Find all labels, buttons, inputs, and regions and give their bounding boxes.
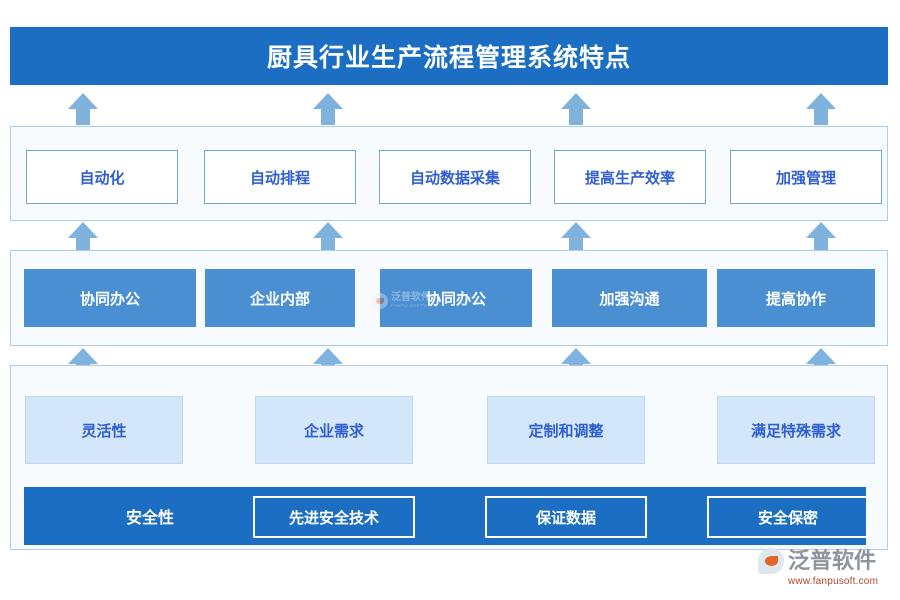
security-band-label: 安全性 bbox=[125, 510, 174, 527]
automation-box-label: 自动排程 bbox=[249, 169, 310, 187]
logo-website-url: www.fanpusoft.com bbox=[788, 576, 879, 587]
fanpu-logo-icon bbox=[758, 548, 784, 574]
arrow-head bbox=[68, 222, 98, 238]
automation-box-1[interactable]: 自动化 bbox=[26, 150, 178, 204]
arrow-up-icon bbox=[806, 93, 836, 125]
arrow-shaft bbox=[569, 107, 583, 125]
arrow-up-icon bbox=[313, 93, 343, 125]
collaboration-box-5[interactable]: 提高协作 bbox=[717, 269, 875, 327]
collaboration-box-label: 协同办公 bbox=[79, 290, 140, 308]
arrow-up-icon bbox=[68, 93, 98, 125]
security-box-1[interactable]: 先进安全技术 bbox=[253, 496, 415, 538]
logo-row: 泛普软件 bbox=[758, 548, 876, 574]
arrow-head bbox=[806, 93, 836, 109]
arrow-shaft bbox=[321, 107, 335, 125]
automation-box-label: 自动化 bbox=[79, 169, 125, 187]
automation-box-5[interactable]: 加强管理 bbox=[730, 150, 882, 204]
automation-box-label: 提高生产效率 bbox=[584, 169, 675, 187]
flexibility-box-2[interactable]: 企业需求 bbox=[255, 396, 413, 464]
logo-company-name: 泛普软件 bbox=[788, 548, 877, 573]
security-box-label: 安全保密 bbox=[757, 509, 818, 527]
arrow-shaft bbox=[814, 107, 828, 125]
security-box-label: 先进安全技术 bbox=[288, 509, 379, 527]
arrow-head bbox=[313, 222, 343, 238]
page-title: 厨具行业生产流程管理系统特点 bbox=[266, 44, 631, 72]
automation-box-3[interactable]: 自动数据采集 bbox=[379, 150, 531, 204]
page-title-banner: 厨具行业生产流程管理系统特点 bbox=[10, 27, 888, 85]
arrow-head bbox=[68, 93, 98, 109]
collaboration-box-label: 提高协作 bbox=[765, 290, 826, 308]
collaboration-box-2[interactable]: 企业内部 bbox=[205, 269, 355, 327]
flexibility-box-3[interactable]: 定制和调整 bbox=[487, 396, 645, 464]
flexibility-box-label: 满足特殊需求 bbox=[750, 422, 841, 440]
arrow-head bbox=[806, 222, 836, 238]
automation-box-label: 加强管理 bbox=[775, 169, 836, 187]
security-box-label: 保证数据 bbox=[535, 509, 596, 527]
collaboration-box-4[interactable]: 加强沟通 bbox=[552, 269, 707, 327]
fanpu-logo: 泛普软件 www.fanpusoft.com bbox=[758, 548, 894, 592]
security-box-2[interactable]: 保证数据 bbox=[485, 496, 647, 538]
automation-box-label: 自动数据采集 bbox=[409, 169, 500, 187]
flexibility-box-label: 灵活性 bbox=[81, 422, 127, 440]
automation-box-2[interactable]: 自动排程 bbox=[204, 150, 356, 204]
collaboration-box-label: 加强沟通 bbox=[599, 290, 660, 308]
flexibility-box-4[interactable]: 满足特殊需求 bbox=[717, 396, 875, 464]
arrow-head bbox=[561, 93, 591, 109]
arrow-head bbox=[313, 348, 343, 364]
collaboration-box-1[interactable]: 协同办公 bbox=[24, 269, 196, 327]
security-box-3[interactable]: 安全保密 bbox=[707, 496, 869, 538]
arrow-head bbox=[68, 348, 98, 364]
arrow-shaft bbox=[76, 107, 90, 125]
arrow-head bbox=[561, 348, 591, 364]
collaboration-box-label: 协同办公 bbox=[425, 290, 486, 308]
arrow-head bbox=[561, 222, 591, 238]
flexibility-box-label: 定制和调整 bbox=[528, 422, 604, 440]
arrow-head bbox=[313, 93, 343, 109]
collaboration-box-label: 企业内部 bbox=[249, 290, 310, 308]
arrow-up-icon bbox=[561, 93, 591, 125]
collaboration-box-3[interactable]: 协同办公 bbox=[380, 269, 532, 327]
flexibility-box-label: 企业需求 bbox=[303, 422, 364, 440]
flexibility-box-1[interactable]: 灵活性 bbox=[25, 396, 183, 464]
automation-box-4[interactable]: 提高生产效率 bbox=[554, 150, 706, 204]
arrow-head bbox=[806, 348, 836, 364]
